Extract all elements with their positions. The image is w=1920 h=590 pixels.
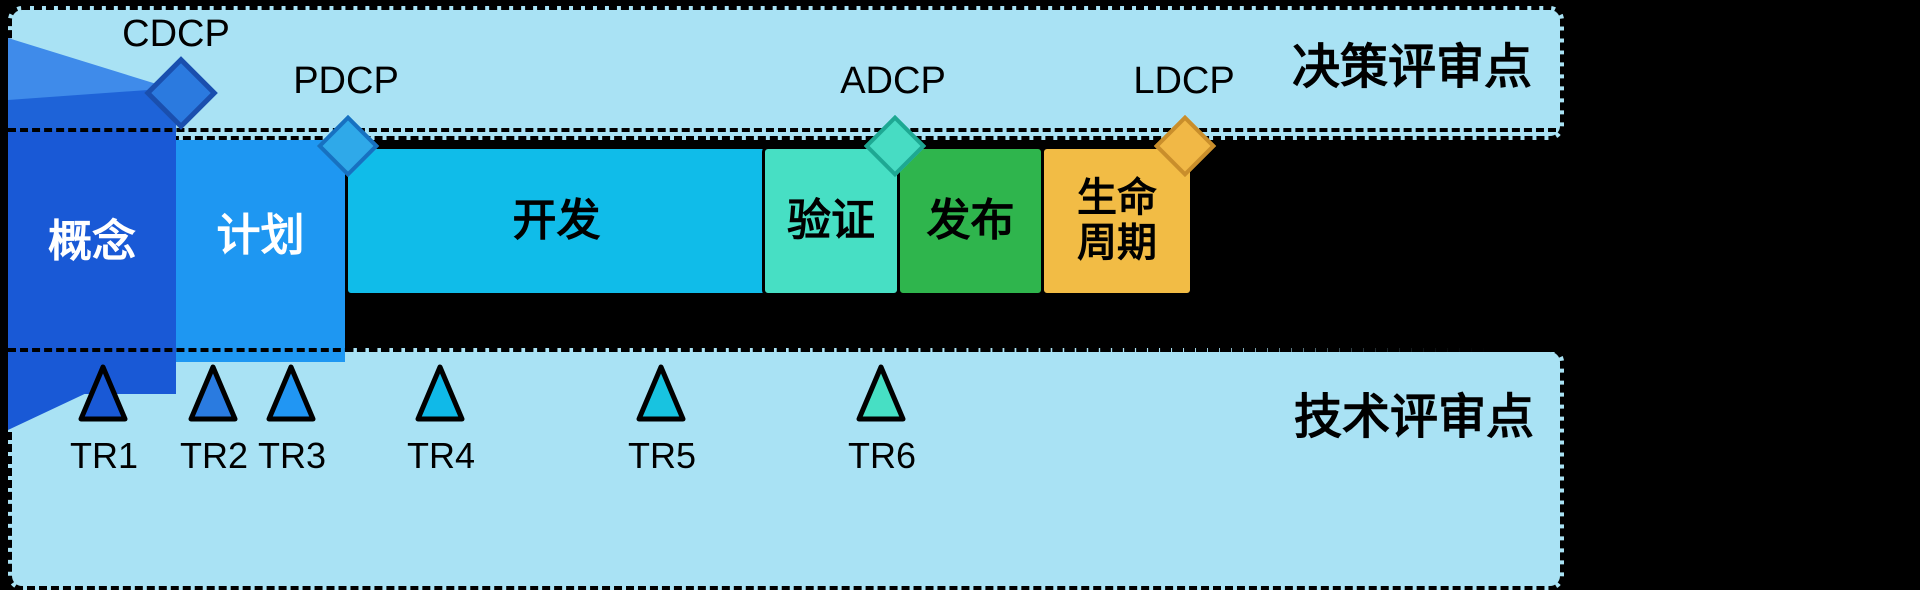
tr6-triangle-icon [856,364,906,422]
funnel-top-light [8,38,176,104]
phase-lifecycle: 生命周期 [1041,146,1193,296]
phase-plan: 计划 [176,140,345,362]
tr6-label: TR6 [847,435,917,476]
decision-band-title: 决策评审点 [1292,41,1533,94]
tr4-label: TR4 [406,435,476,476]
phase-label: 计划 [216,211,305,261]
phase-label: 发布 [926,196,1015,246]
phase-concept: 概念 [8,131,176,394]
phase-label: 概念 [48,216,136,266]
tr2-label: TR2 [179,435,249,476]
phase-label: 开发 [512,196,601,246]
tr3-label: TR3 [257,435,327,476]
tech-band-top-edge [8,348,1556,352]
phase-release: 发布 [897,146,1044,296]
tr2-triangle-icon [188,364,238,422]
decision-review-band [8,6,1564,140]
funnel-top-dark [8,88,176,132]
pdcp-label: PDCP [293,60,399,102]
tr1-label: TR1 [69,435,139,476]
tr5-triangle-icon [636,364,686,422]
tr1-triangle-icon [78,364,128,422]
phase-label: 生命周期 [1076,176,1157,265]
tr3-triangle-icon [266,364,316,422]
phase-verification: 验证 [762,146,900,296]
ldcp-label: LDCP [1133,60,1235,102]
phase-label: 验证 [787,196,875,246]
tech-band-title: 技术评审点 [1294,391,1535,444]
adcp-label: ADCP [840,60,946,102]
tr4-triangle-icon [415,364,465,422]
tr5-label: TR5 [627,435,697,476]
tech-review-band [8,348,1564,590]
phase-development: 开发 [345,146,768,296]
cdcp-label: CDCP [122,13,230,55]
decision-band-bottom-edge [8,128,1556,132]
